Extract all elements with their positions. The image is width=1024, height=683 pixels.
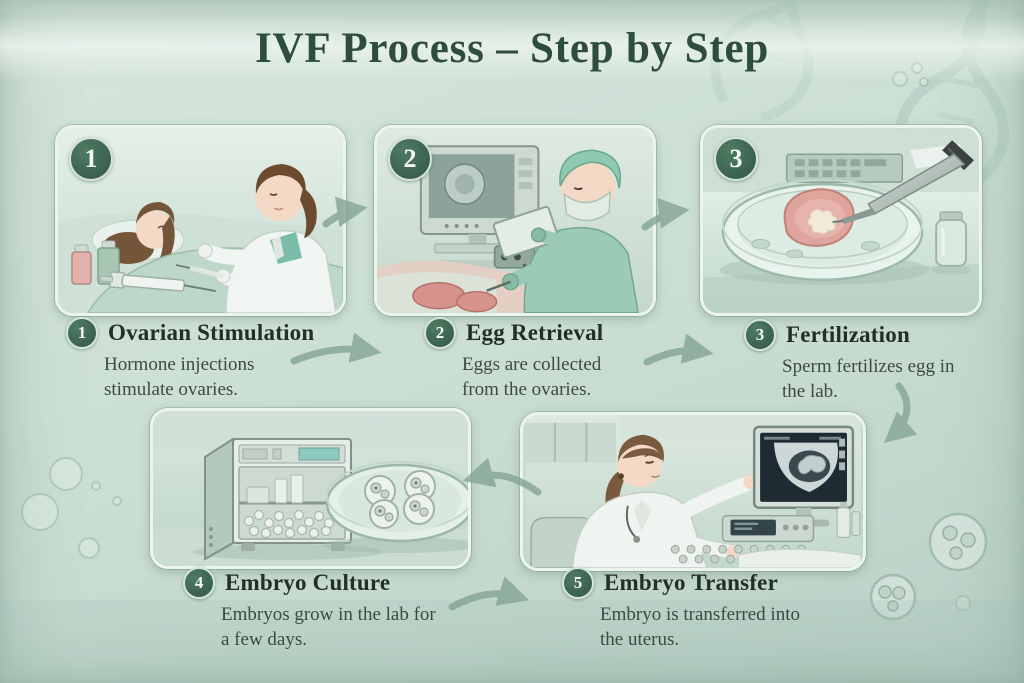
step1-panel-badge: 1 (69, 137, 113, 181)
step2-number-badge: 2 (424, 317, 456, 349)
step5-illustration (525, 415, 862, 568)
step3-title: Fertilization (786, 322, 910, 347)
step3-number-badge: 3 (744, 319, 776, 351)
step5-number-badge: 5 (562, 567, 594, 599)
step2-description: Eggs are collected from the ovaries. (462, 354, 602, 400)
step1-illustration (58, 128, 343, 313)
step4-description: Embryos grow in the lab for a few days. (221, 604, 436, 650)
surgeon-figure (486, 149, 639, 313)
step1-number-badge: 1 (66, 317, 98, 349)
cell-decoration (869, 512, 988, 621)
step2-caption: 2 Egg Retrieval Eggs are collected from … (424, 317, 637, 402)
step1-caption: 1 Ovarian Stimulation Hormone injections… (66, 317, 314, 402)
page-title: IVF Process – Step by Step (254, 25, 770, 72)
step4-caption: 4 Embryo Culture Embryos grow in the lab… (183, 567, 441, 652)
monitor-icon (419, 145, 545, 268)
vial-icon (931, 211, 972, 275)
step2-panel-badge: 2 (388, 137, 432, 181)
doctor-figure (175, 164, 337, 313)
step2-panel: 2 (374, 125, 656, 316)
step1-title: Ovarian Stimulation (108, 320, 315, 345)
step4-number-badge: 4 (183, 567, 215, 599)
step1-panel: 1 (55, 125, 346, 316)
step3-illustration (703, 128, 979, 313)
bottle-icon (836, 501, 861, 538)
pipette-icon (832, 140, 975, 224)
embryo-dish-icon (322, 461, 468, 553)
ultrasound-console-icon (721, 514, 815, 543)
syringe-icon (99, 271, 216, 293)
step3-description: Sperm fertilizes egg in the lab. (782, 356, 955, 402)
step1-description: Hormone injections stimulate ovaries. (104, 354, 255, 400)
step5-panel (520, 412, 866, 571)
bubbles-decoration (21, 62, 929, 559)
step5-caption: 5 Embryo Transfer Embryo is transferred … (562, 567, 815, 652)
incubator-icon (193, 437, 383, 561)
step4-illustration (153, 411, 468, 566)
step4-title: Embryo Culture (225, 570, 391, 595)
step4-panel (150, 408, 471, 569)
step2-illustration (377, 128, 653, 313)
step3-caption: 3 Fertilization Sperm fertilizes egg in … (744, 319, 972, 404)
step2-title: Egg Retrieval (466, 320, 604, 345)
step3-panel-badge: 3 (714, 137, 758, 181)
step5-description: Embryo is transferred into the uterus. (600, 604, 800, 650)
step5-title: Embryo Transfer (604, 570, 778, 595)
step3-panel: 3 (700, 125, 982, 316)
title-band (0, 16, 1024, 82)
ovary-illustration (412, 282, 498, 313)
